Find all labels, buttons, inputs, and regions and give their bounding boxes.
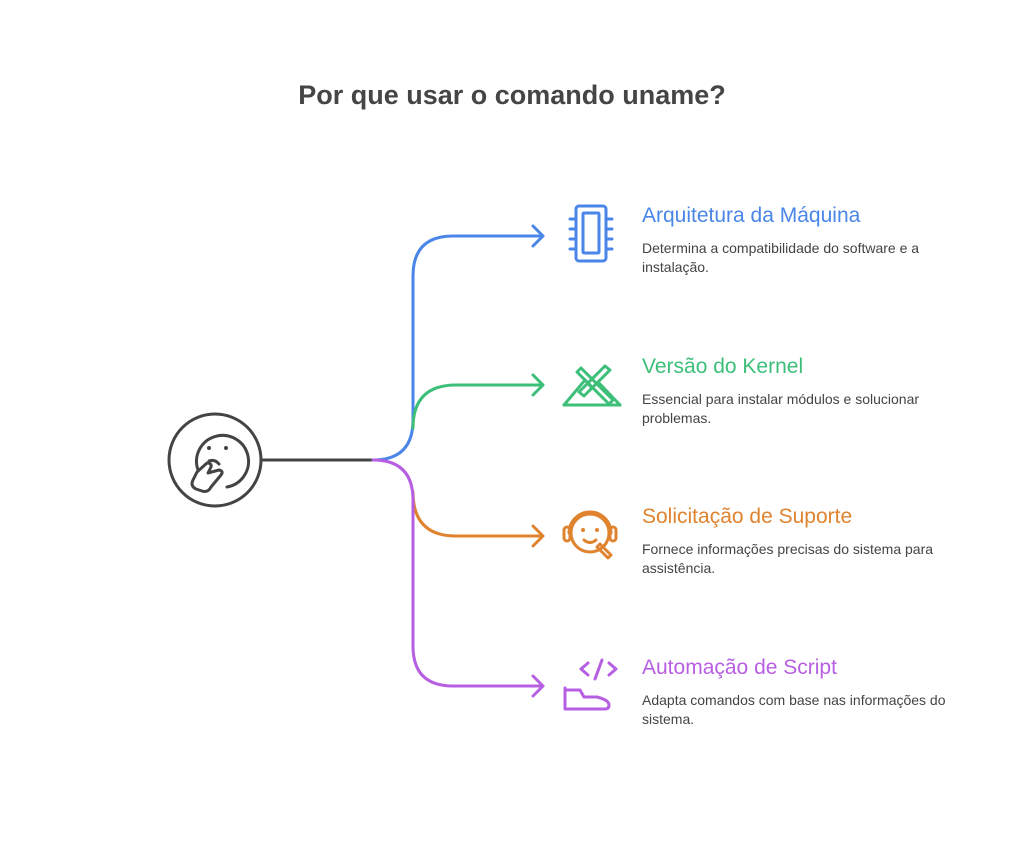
code-hand-icon <box>563 658 618 711</box>
item-description: Adapta comandos com base nas informações… <box>642 692 946 727</box>
branch-orange <box>411 490 545 548</box>
tools-mountain-icon <box>562 364 622 407</box>
thinking-face-icon <box>167 412 263 508</box>
branch-blue <box>371 224 545 462</box>
item-description: Determina a compatibilidade do software … <box>642 240 920 275</box>
diagram-title: Por que usar o comando uname? <box>298 80 726 110</box>
item-machine-architecture: Arquitetura da Máquina Determina a compa… <box>642 203 962 277</box>
item-description: Essencial para instalar módulos e soluci… <box>642 391 920 426</box>
item-title: Automação de Script <box>642 656 837 679</box>
microchip-icon <box>568 204 614 263</box>
headset-support-icon <box>562 510 618 560</box>
branch-purple <box>371 458 545 698</box>
item-kernel-version: Versão do Kernel Essencial para instalar… <box>642 354 962 428</box>
item-support-request: Solicitação de Suporte Fornece informaçõ… <box>642 504 962 578</box>
item-title: Arquitetura da Máquina <box>642 204 861 227</box>
item-script-automation: Automação de Script Adapta comandos com … <box>642 655 962 729</box>
item-description: Fornece informações precisas do sistema … <box>642 541 934 576</box>
branch-green <box>411 373 545 430</box>
item-title: Solicitação de Suporte <box>642 505 853 528</box>
item-title: Versão do Kernel <box>642 355 804 378</box>
